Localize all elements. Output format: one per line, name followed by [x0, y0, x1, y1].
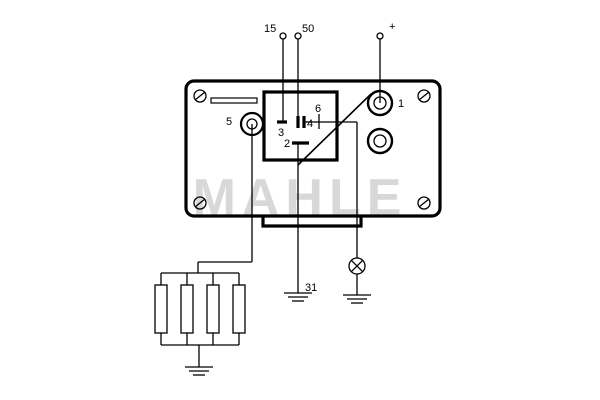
- label-5: 5: [226, 116, 232, 128]
- mounting-screw-top-left: [193, 89, 207, 103]
- label-31: 31: [305, 282, 317, 294]
- label-50: 50: [302, 23, 314, 35]
- terminal-15-pin: [279, 32, 287, 40]
- label-6: 6: [315, 103, 321, 115]
- label-3: 3: [278, 127, 284, 139]
- ground-31-symbol: [284, 292, 312, 302]
- glow-plug-2: [180, 273, 194, 345]
- diagonal-separator: [297, 93, 372, 166]
- glow-plug-1: [154, 273, 168, 345]
- mounting-screw-bottom-left: [193, 196, 207, 210]
- terminal-lower-stud: [366, 127, 394, 155]
- glow-plug-3: [206, 273, 220, 345]
- label-1: 1: [398, 98, 404, 110]
- watermark-text: MAHLE: [193, 169, 408, 227]
- label-plus: +: [389, 21, 395, 33]
- terminal-plus-pin: [376, 32, 384, 40]
- ground-lamp-symbol: [343, 294, 371, 304]
- connector-tab: [261, 216, 363, 228]
- label-strip: [210, 97, 258, 104]
- terminal-50-pin: [294, 32, 302, 40]
- glow-plug-4: [232, 273, 246, 345]
- warning-lamp: [348, 257, 366, 275]
- label-2: 2: [284, 138, 290, 150]
- label-4: 4: [307, 118, 313, 130]
- mounting-screw-bottom-right: [417, 196, 431, 210]
- label-15: 15: [264, 23, 276, 35]
- ground-glow-plugs-symbol: [185, 366, 213, 376]
- relay-module: [262, 90, 339, 162]
- mounting-screw-top-right: [417, 89, 431, 103]
